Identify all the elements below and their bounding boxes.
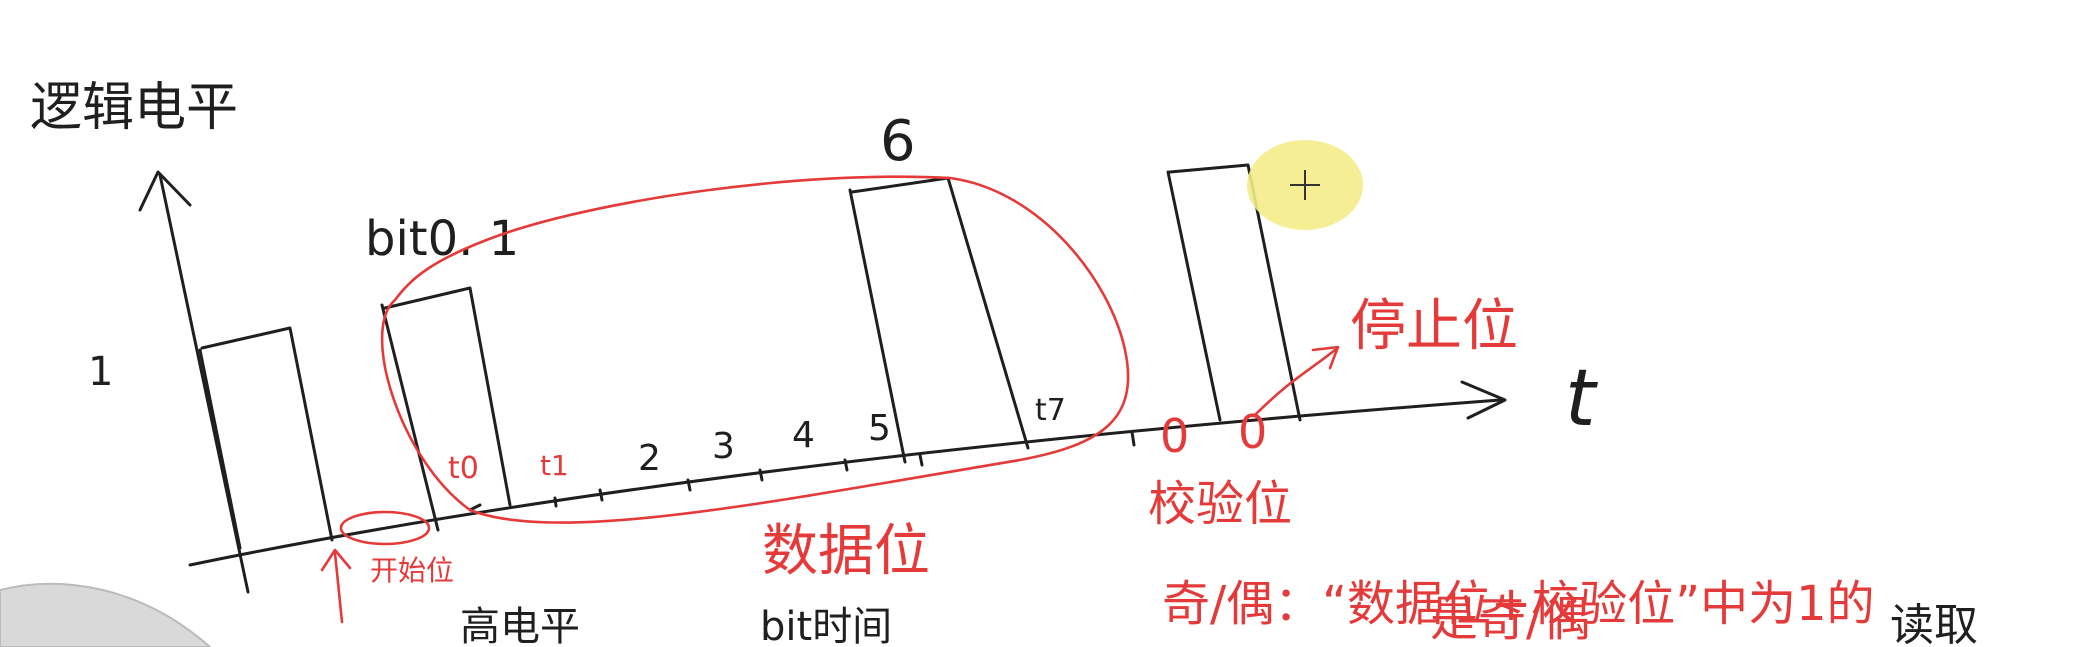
stop-bit-label: 停止位: [1350, 294, 1518, 359]
bottom-note-2: bit时间: [760, 604, 892, 647]
tick-label-t1: t1: [540, 449, 569, 482]
level-one-label: 1: [88, 349, 113, 395]
start-bit-arrowhead: [320, 548, 352, 572]
corner-artifact: [0, 582, 212, 647]
parity-bit-label: 校验位: [1148, 476, 1292, 532]
tick-mark: [843, 458, 849, 472]
tick-mark: [553, 496, 558, 508]
tick-mark: [468, 503, 482, 512]
y-axis-label: 逻辑电平: [30, 78, 238, 138]
y-axis-arrowhead: [138, 170, 192, 212]
bottom-note-1: 高电平: [460, 604, 580, 647]
bottom-note-3: 读取: [1890, 600, 1978, 647]
stop-bit-arrow: [1253, 348, 1337, 417]
parity-rule-text-2: 是奇/偶: [1430, 591, 1590, 647]
bit6-label: 6: [880, 109, 916, 174]
start-bit-circle: [339, 510, 431, 546]
tick-mark: [1130, 430, 1136, 447]
x-axis-arrowhead: [1460, 380, 1507, 420]
stop-left-edge: [1166, 170, 1222, 422]
stop-pulse: [1168, 163, 1302, 422]
parity-zero-mark-1: 0: [1160, 409, 1189, 463]
start-bit-label: 开始位: [370, 554, 454, 587]
tick-label-3: 3: [712, 426, 735, 467]
bit6-left-edge: [848, 188, 907, 464]
tick-label-t7: t7: [1035, 393, 1066, 428]
stop-bit-arrowhead: [1311, 345, 1340, 370]
data-bits-loop: [380, 175, 1130, 524]
tick-label-4: 4: [792, 415, 815, 456]
x-axis-label: t: [1565, 354, 1598, 444]
tick-mark: [758, 468, 764, 482]
tick-mark: [918, 453, 924, 467]
start-bit-arrow: [333, 551, 344, 624]
bit0-rising-edge: [380, 303, 440, 532]
bit-label: bit0. 1: [365, 211, 519, 267]
x-axis: [188, 398, 1502, 567]
parity-zero-mark-2: 0: [1238, 405, 1267, 459]
tick-label-t0: t0: [448, 451, 479, 486]
parity-rule-text: 奇/偶：“数据位+校验位”中为1的: [1162, 576, 1875, 632]
tick-mark: [598, 488, 604, 502]
tick-mark: [686, 478, 692, 492]
idle-high-pulse: [200, 326, 334, 542]
crosshair-cursor-icon: [1290, 170, 1320, 200]
idle-left-edge: [198, 348, 242, 550]
tick-label-5: 5: [868, 408, 891, 449]
tick-label-2: 2: [638, 438, 661, 479]
data-bits-label: 数据位: [762, 519, 930, 584]
bit0-pulse: [383, 286, 512, 507]
